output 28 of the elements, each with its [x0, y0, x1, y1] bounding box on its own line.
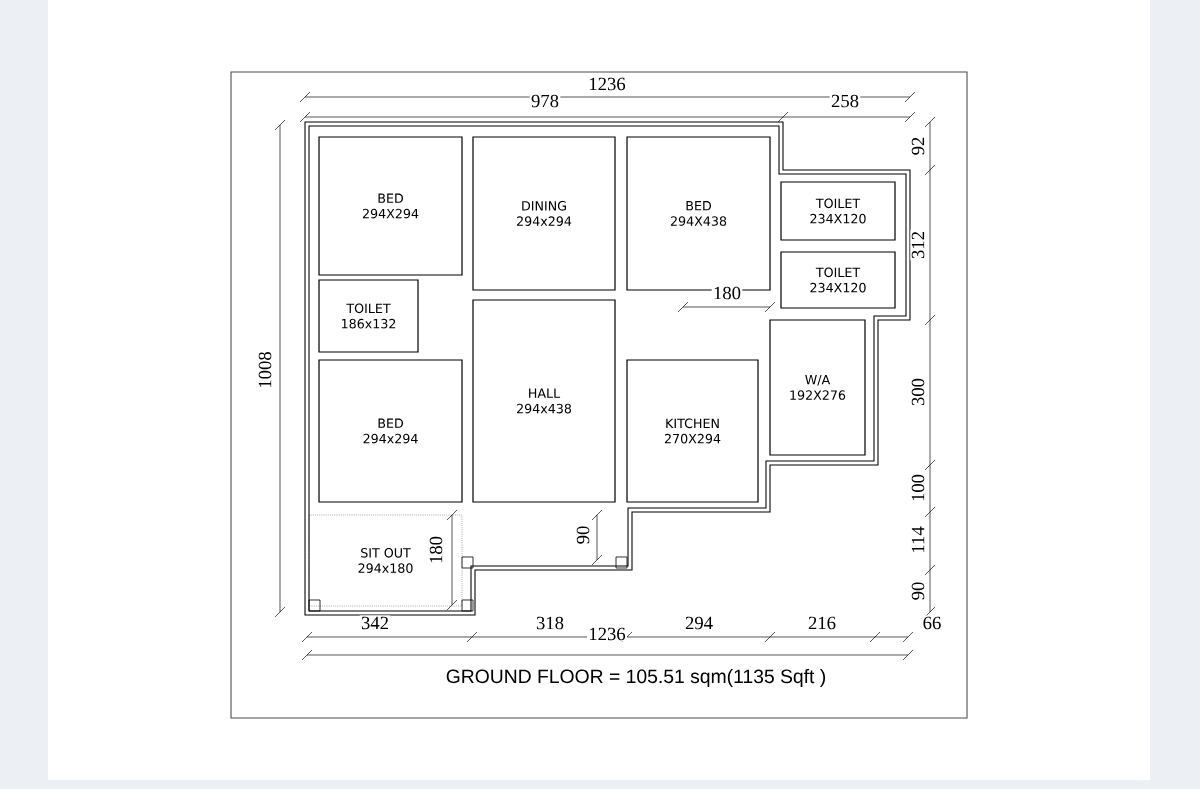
dimension-label: 1008 [257, 350, 273, 390]
room-outline: KITCHEN 270X294 [626, 359, 759, 503]
dimension-label: 1236 [587, 76, 627, 92]
room-outline: BED 294x294 [318, 359, 463, 503]
dimension-label: 978 [529, 93, 561, 109]
dimension-label: 180 [428, 534, 444, 566]
dimension-label: 100 [910, 472, 926, 504]
dimension-label: 342 [359, 615, 391, 631]
dimension-label: 258 [829, 93, 861, 109]
room-outline: HALL 294x438 [472, 299, 616, 503]
dimension-label: 66 [921, 615, 943, 631]
caption: GROUND FLOOR = 105.51 sqm(1135 Sqft ) [446, 669, 826, 687]
dimension-label: 294 [683, 615, 715, 631]
dimension-label: 92 [910, 135, 926, 157]
dimension-label: 1236 [587, 626, 627, 642]
room-outline: TOILET 186x132 [318, 279, 419, 353]
dimension-label: 300 [910, 376, 926, 408]
room-outline: TOILET 234X120 [780, 181, 896, 241]
room-outline: TOILET 234X120 [780, 251, 896, 309]
dimension-label: 216 [806, 615, 838, 631]
dimension-label: 90 [910, 580, 926, 602]
dimension-label: 90 [575, 524, 591, 546]
room-outline: DINING 294x294 [472, 136, 616, 291]
room-outline: W/A 192X276 [769, 319, 866, 456]
dimension-label: 180 [711, 285, 743, 301]
room-outline: BED 294X294 [318, 136, 463, 276]
dimension-label: 312 [910, 229, 926, 261]
dimension-label: 318 [534, 615, 566, 631]
